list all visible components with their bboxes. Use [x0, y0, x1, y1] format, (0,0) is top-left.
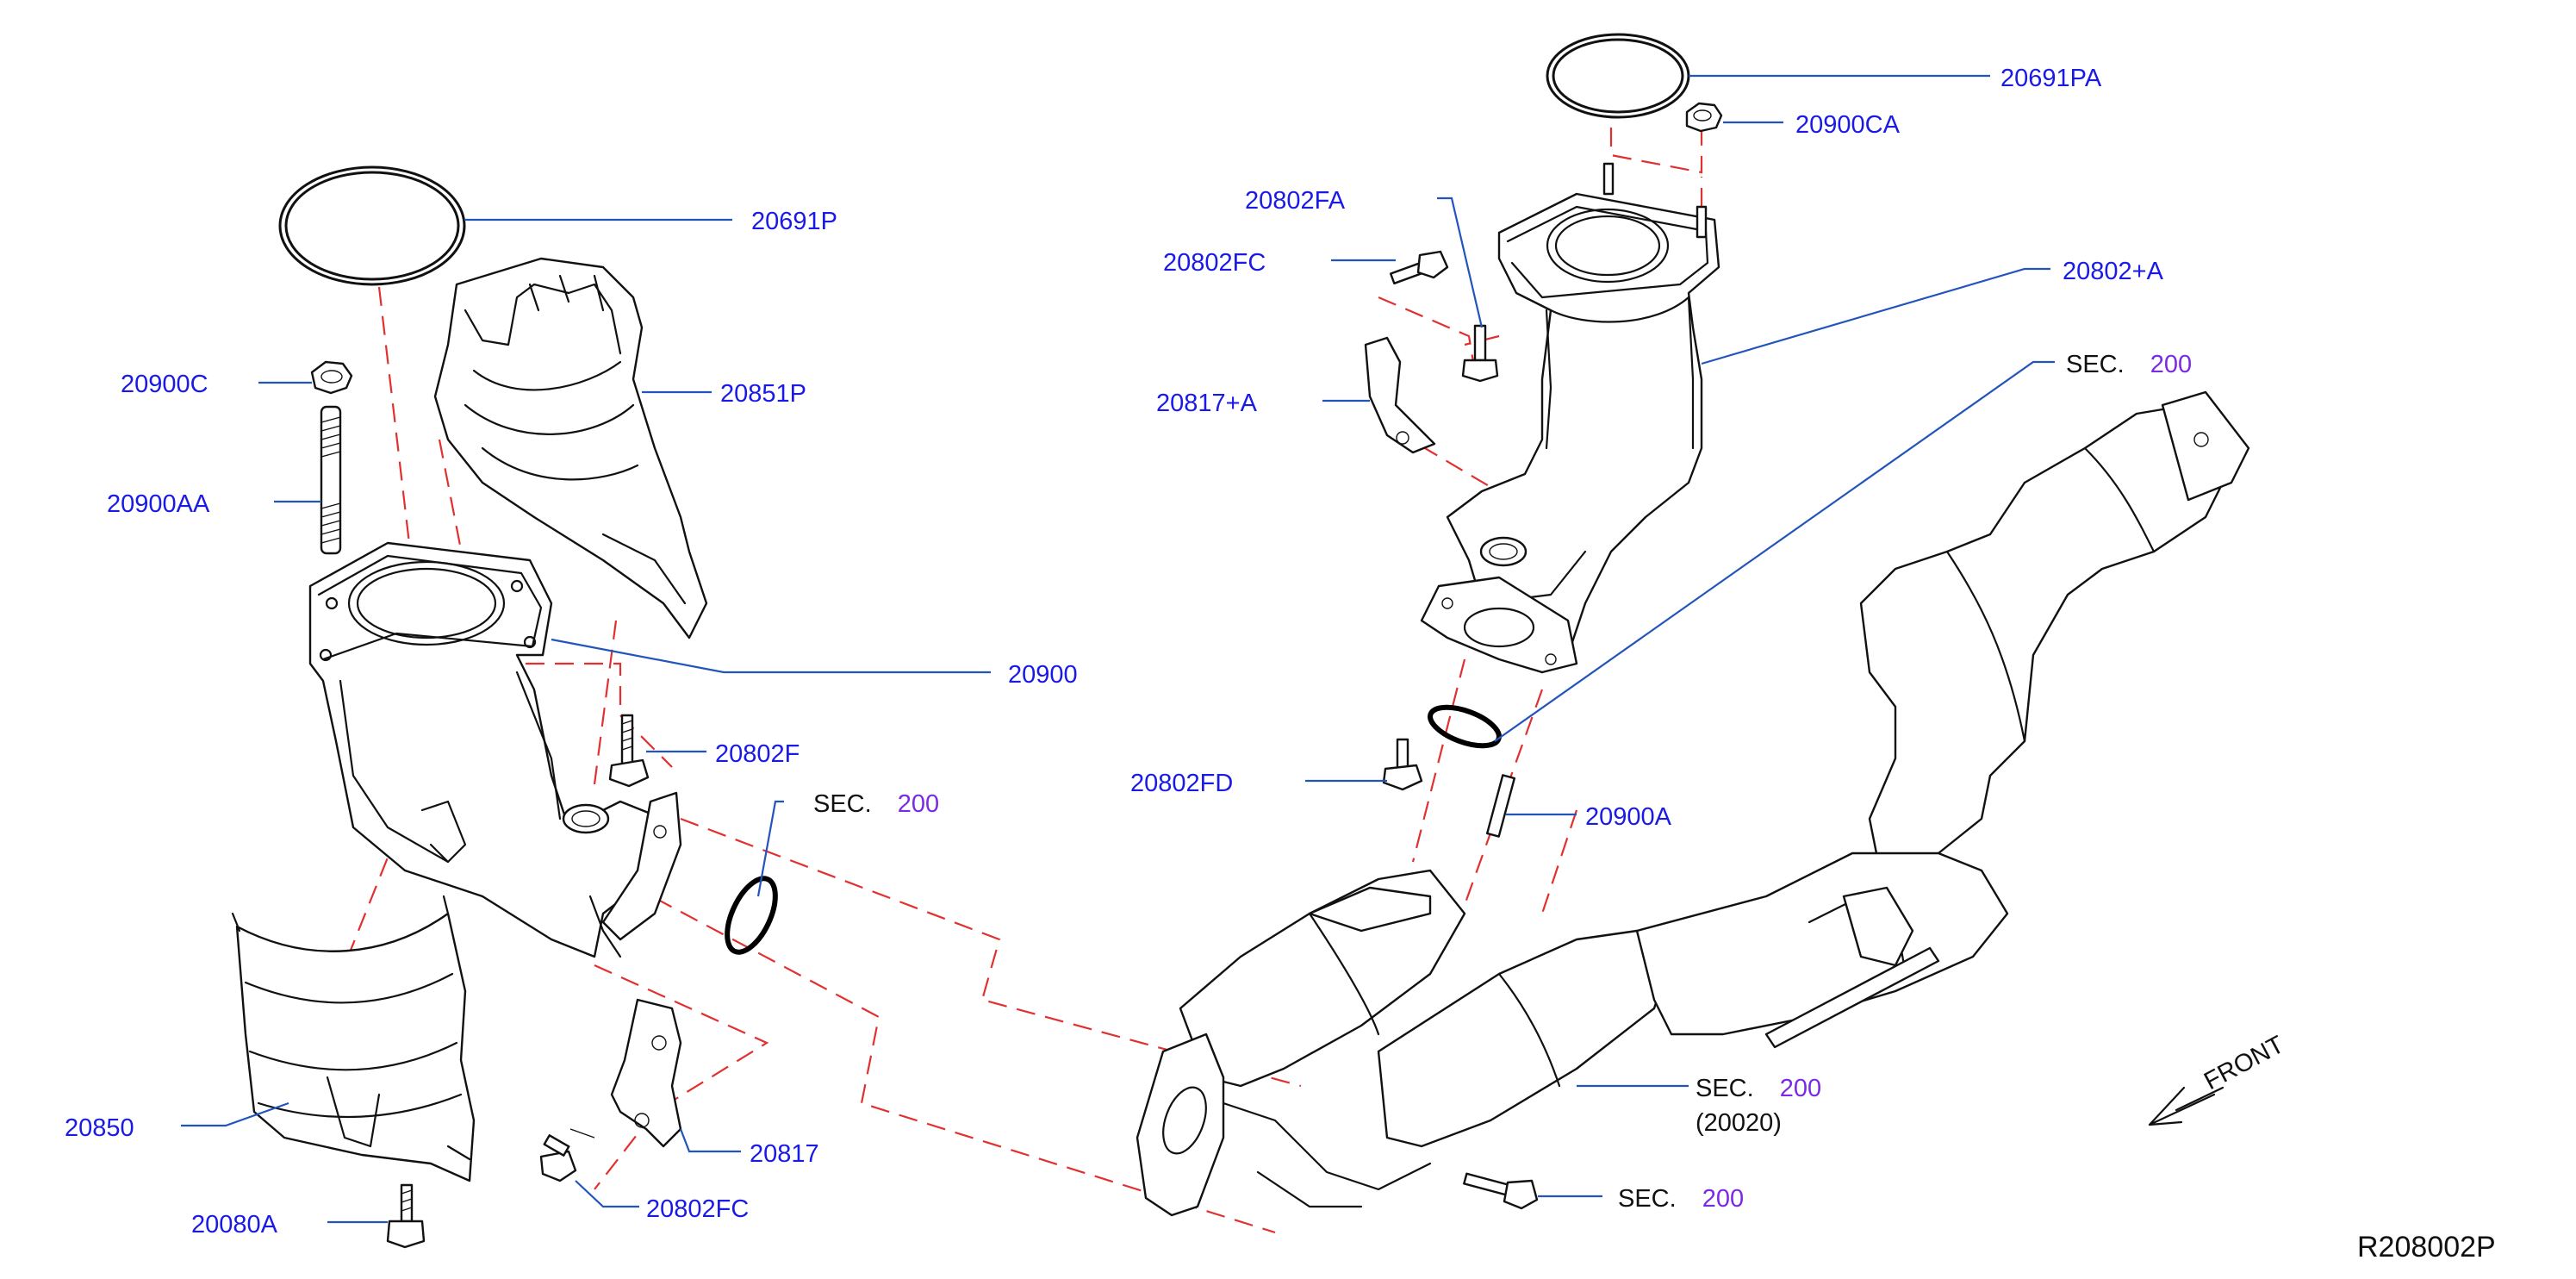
sec-ref-bolt-number: 200	[1702, 1185, 1744, 1213]
sec-ref-left-number: 200	[898, 790, 939, 818]
gasket-sec-right-drawing	[1428, 704, 1502, 749]
gasket-sec-left-drawing	[725, 876, 778, 955]
label-20691P: 20691P	[751, 208, 837, 235]
bolt-sec-bottom-drawing	[1463, 1172, 1539, 1210]
front-direction-arrow: FRONT	[2148, 1031, 2289, 1126]
bolt-20802FA-drawing	[1461, 324, 1499, 383]
part-labels: 20691P 20900C 20851P 20900AA 20900 20802…	[65, 65, 2164, 1238]
diagram-id: R208002P	[2357, 1231, 2496, 1263]
nut-20900CA-drawing	[1685, 102, 1723, 133]
front-label: FRONT	[2200, 1031, 2288, 1095]
label-20802FC-bottom: 20802FC	[646, 1195, 749, 1223]
label-20850: 20850	[65, 1114, 134, 1142]
sec-ref-top-right-prefix: SEC.	[2066, 351, 2125, 378]
bolt-20802FD-drawing	[1382, 738, 1423, 791]
bolt-20802FC-top-drawing	[1390, 250, 1449, 285]
sec-ref-pipe-number: 200	[1780, 1075, 1821, 1102]
gasket-20691P-drawing	[278, 165, 466, 286]
sec-ref-pipe-prefix: SEC.	[1696, 1075, 1754, 1102]
label-20817plusA: 20817+A	[1156, 390, 1258, 417]
bolt-20802FC-bottom-drawing	[539, 1128, 595, 1182]
bracket-20817plusA-drawing	[1364, 336, 1436, 454]
sec-ref-left-prefix: SEC.	[813, 790, 872, 818]
label-20851P: 20851P	[720, 380, 806, 408]
sec-ref-pipe: SEC. 200	[1696, 1075, 1821, 1102]
outlet-flange-drawing	[1420, 576, 1578, 674]
label-20802plusA: 20802+A	[2063, 258, 2164, 285]
exhaust-pipe-assembly-drawing	[1136, 390, 2250, 1217]
sec-ref-left: SEC. 200	[813, 790, 939, 818]
section-references: SEC. 200 SEC. 200 SEC. 200 (20020) SEC. …	[813, 351, 2192, 1213]
nut-20900C-drawing	[310, 360, 353, 395]
label-20900C: 20900C	[121, 371, 208, 398]
assembly-dashed-lines	[343, 128, 1703, 1234]
sec-ref-top-right: SEC. 200	[2066, 351, 2192, 378]
stud-20900A-drawing	[1485, 774, 1516, 838]
label-20080A: 20080A	[191, 1211, 278, 1238]
label-20900AA: 20900AA	[107, 490, 210, 518]
label-20817: 20817	[750, 1140, 819, 1168]
label-20802FD: 20802FD	[1130, 770, 1233, 797]
bracket-20817-drawing	[610, 998, 682, 1148]
label-20900CA: 20900CA	[1795, 111, 1901, 139]
sec-ref-bolt: SEC. 200	[1618, 1185, 1744, 1213]
label-20691PA: 20691PA	[2000, 65, 2102, 92]
sec-ref-top-right-number: 200	[2150, 351, 2192, 378]
stud-20900AA-drawing	[320, 405, 342, 555]
sec-ref-pipe-sub: (20020)	[1696, 1109, 1782, 1137]
heat-shield-20851P-drawing	[433, 257, 708, 640]
lower-shield-20850-drawing	[231, 895, 476, 1182]
leader-lines	[181, 74, 2055, 1224]
bolt-20802F-drawing	[608, 714, 650, 788]
gasket-20691PA-drawing	[1546, 33, 1690, 119]
label-20802F: 20802F	[715, 740, 800, 768]
label-20900: 20900	[1008, 661, 1078, 689]
label-20802FA: 20802FA	[1245, 187, 1346, 215]
sec-ref-bolt-prefix: SEC.	[1618, 1185, 1677, 1213]
label-20802FC-top: 20802FC	[1163, 249, 1266, 277]
label-20900A: 20900A	[1585, 803, 1672, 831]
bolt-20080A-drawing	[386, 1183, 426, 1249]
catalyst-20900-drawing	[308, 541, 682, 958]
